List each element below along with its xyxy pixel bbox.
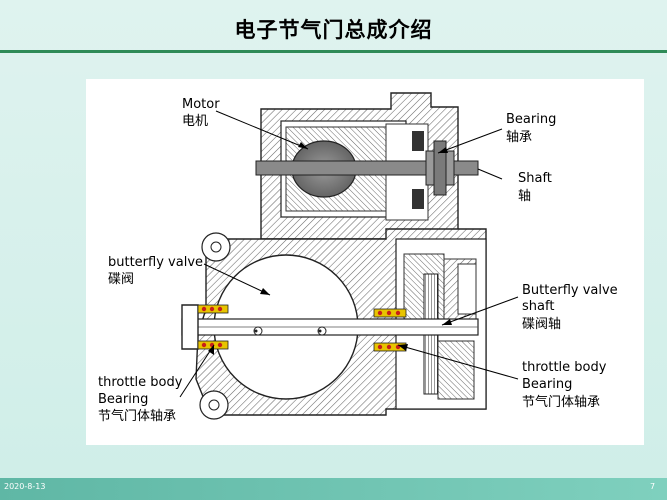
label-butterfly-valve-shaft-cn: 碟阀轴	[522, 317, 562, 332]
label-bearing-cn: 轴承	[506, 130, 533, 145]
label-throttle-body-bearing-left-en-2: Bearing	[98, 392, 149, 407]
label-motor-en: Motor	[182, 97, 220, 112]
label-shaft-cn: 轴	[518, 189, 532, 204]
label-butterfly-valve-shaft-en-1: Butterfly valve	[522, 283, 618, 298]
label-motor-cn: 电机	[182, 114, 209, 129]
title-divider	[0, 50, 667, 53]
label-throttle-body-bearing-left-cn: 节气门体轴承	[98, 409, 177, 424]
label-butterfly-valve-cn: 碟阀	[108, 272, 135, 287]
diagram-panel: Motor 电机 Bearing 轴承 Shaft 轴 butterfly va…	[86, 79, 644, 445]
left-end-cap	[181, 304, 199, 350]
leader-arrowheads	[208, 142, 452, 355]
footer-strip	[0, 478, 667, 500]
motor-shaft	[255, 140, 479, 196]
label-throttle-body-bearing-left-en-1: throttle body	[98, 375, 183, 390]
label-throttle-body-bearing-right-en-2: Bearing	[522, 377, 573, 392]
label-butterfly-valve-shaft-en-2: shaft	[522, 299, 555, 314]
footer-date: 2020-8-13	[4, 482, 46, 491]
label-shaft-en: Shaft	[518, 171, 552, 186]
label-throttle-body-bearing-right-cn: 节气门体轴承	[522, 395, 601, 410]
label-throttle-body-bearing-right-en-1: throttle body	[522, 360, 607, 375]
label-bearing-en: Bearing	[506, 112, 557, 127]
title-bar: 电子节气门总成介绍	[0, 0, 667, 53]
label-butterfly-valve-en: butterfly valve	[108, 255, 204, 270]
leader-lines	[179, 110, 519, 398]
butterfly-valve-shaft	[181, 318, 479, 336]
footer-page-number: 7	[650, 482, 656, 491]
throttle-body-cross-section	[179, 92, 519, 420]
slide-title: 电子节气门总成介绍	[234, 18, 433, 42]
